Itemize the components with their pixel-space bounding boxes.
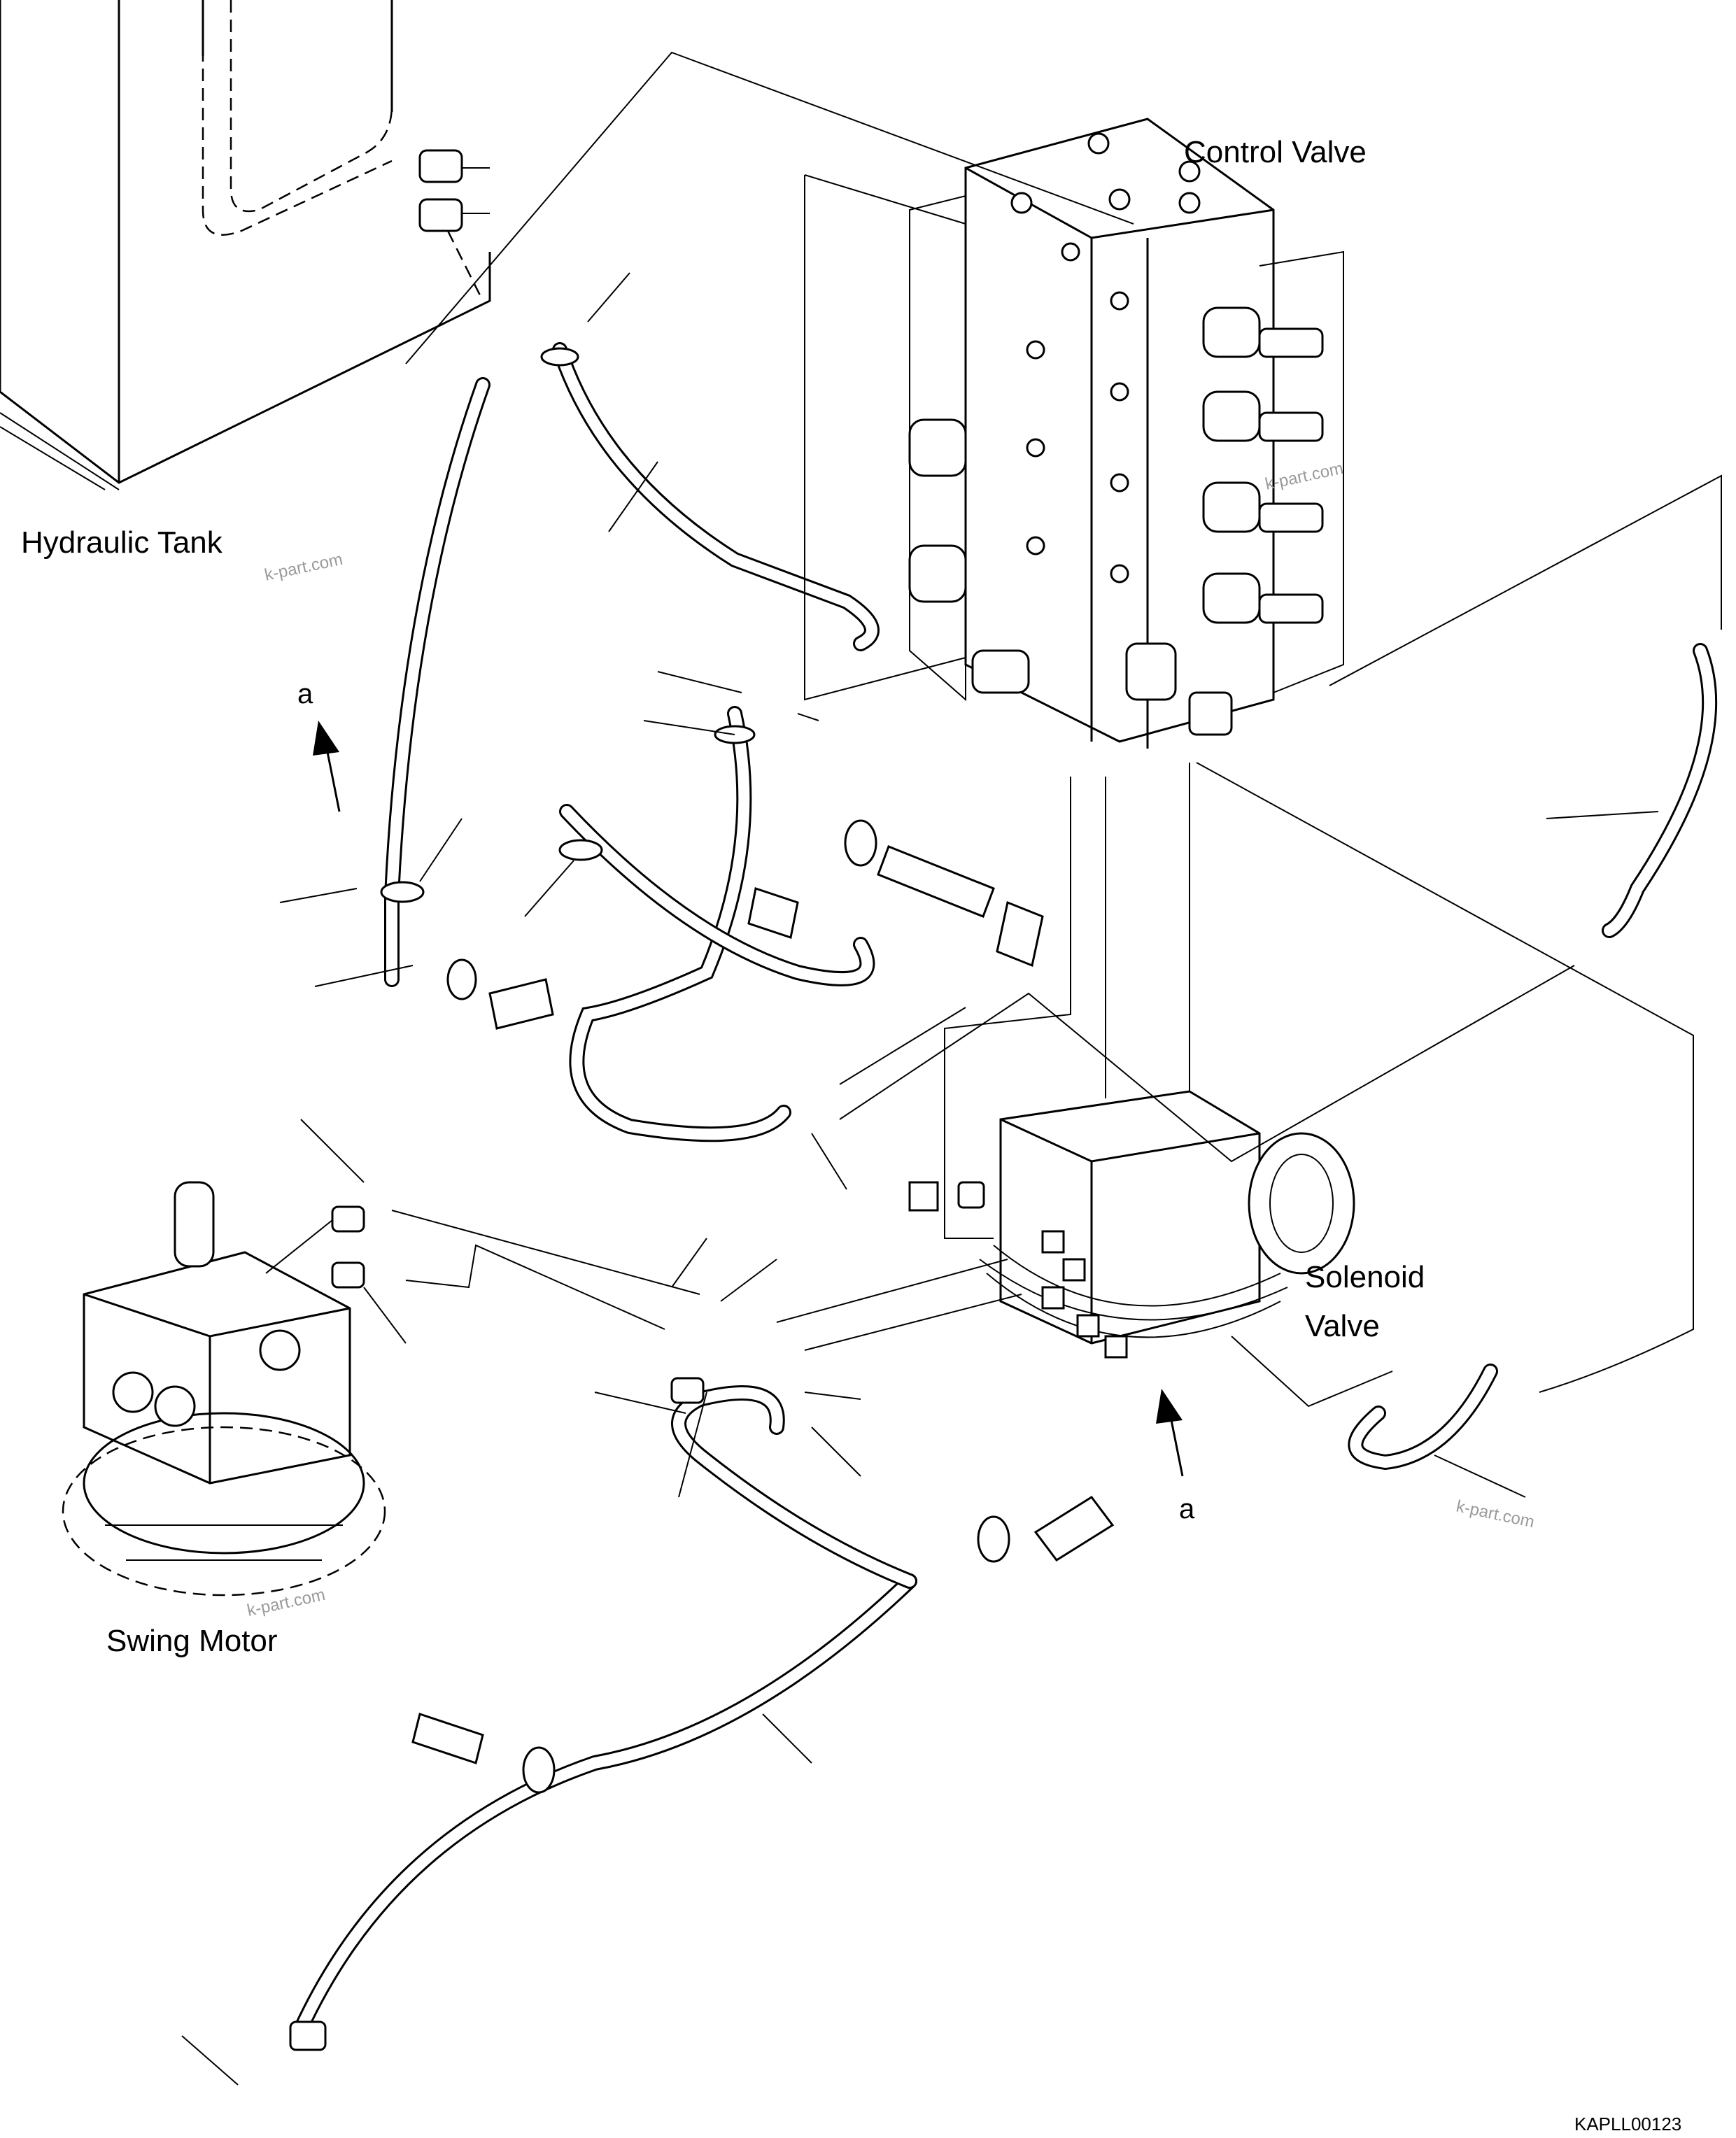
valve-ports	[908, 132, 1324, 736]
arrow-a-left-label: a	[297, 679, 313, 709]
tank-fitting	[418, 149, 490, 302]
watermark: k-part.com	[1455, 1496, 1536, 1531]
watermark: k-part.com	[263, 550, 344, 585]
swing-motor-label: Swing Motor	[106, 1624, 278, 1658]
control-valve-label: Control Valve	[1184, 135, 1367, 169]
control-valve	[908, 118, 1344, 749]
watermark: k-part.com	[246, 1585, 327, 1620]
hardware	[289, 347, 1115, 2051]
arrow-a-right-label: a	[1179, 1494, 1195, 1524]
hoses	[293, 342, 1718, 2037]
hydraulic-tank	[0, 0, 491, 490]
leader-lines	[181, 272, 1659, 2086]
routing-lines	[265, 51, 1722, 1408]
hydraulic-tank-label: Hydraulic Tank	[21, 525, 223, 560]
solenoid-valve	[908, 1090, 1355, 1359]
solenoid-valve-label-line2: Valve	[1305, 1309, 1380, 1343]
arrow-a-right: a	[1156, 1389, 1195, 1524]
arrow-a-left: a	[297, 679, 341, 812]
watermark: k-part.com	[1264, 459, 1345, 494]
solenoid-valve-label-line1: Solenoid	[1305, 1260, 1425, 1294]
swing-motor	[62, 1181, 386, 1597]
drawing-code: KAPLL00123	[1574, 2114, 1681, 2135]
